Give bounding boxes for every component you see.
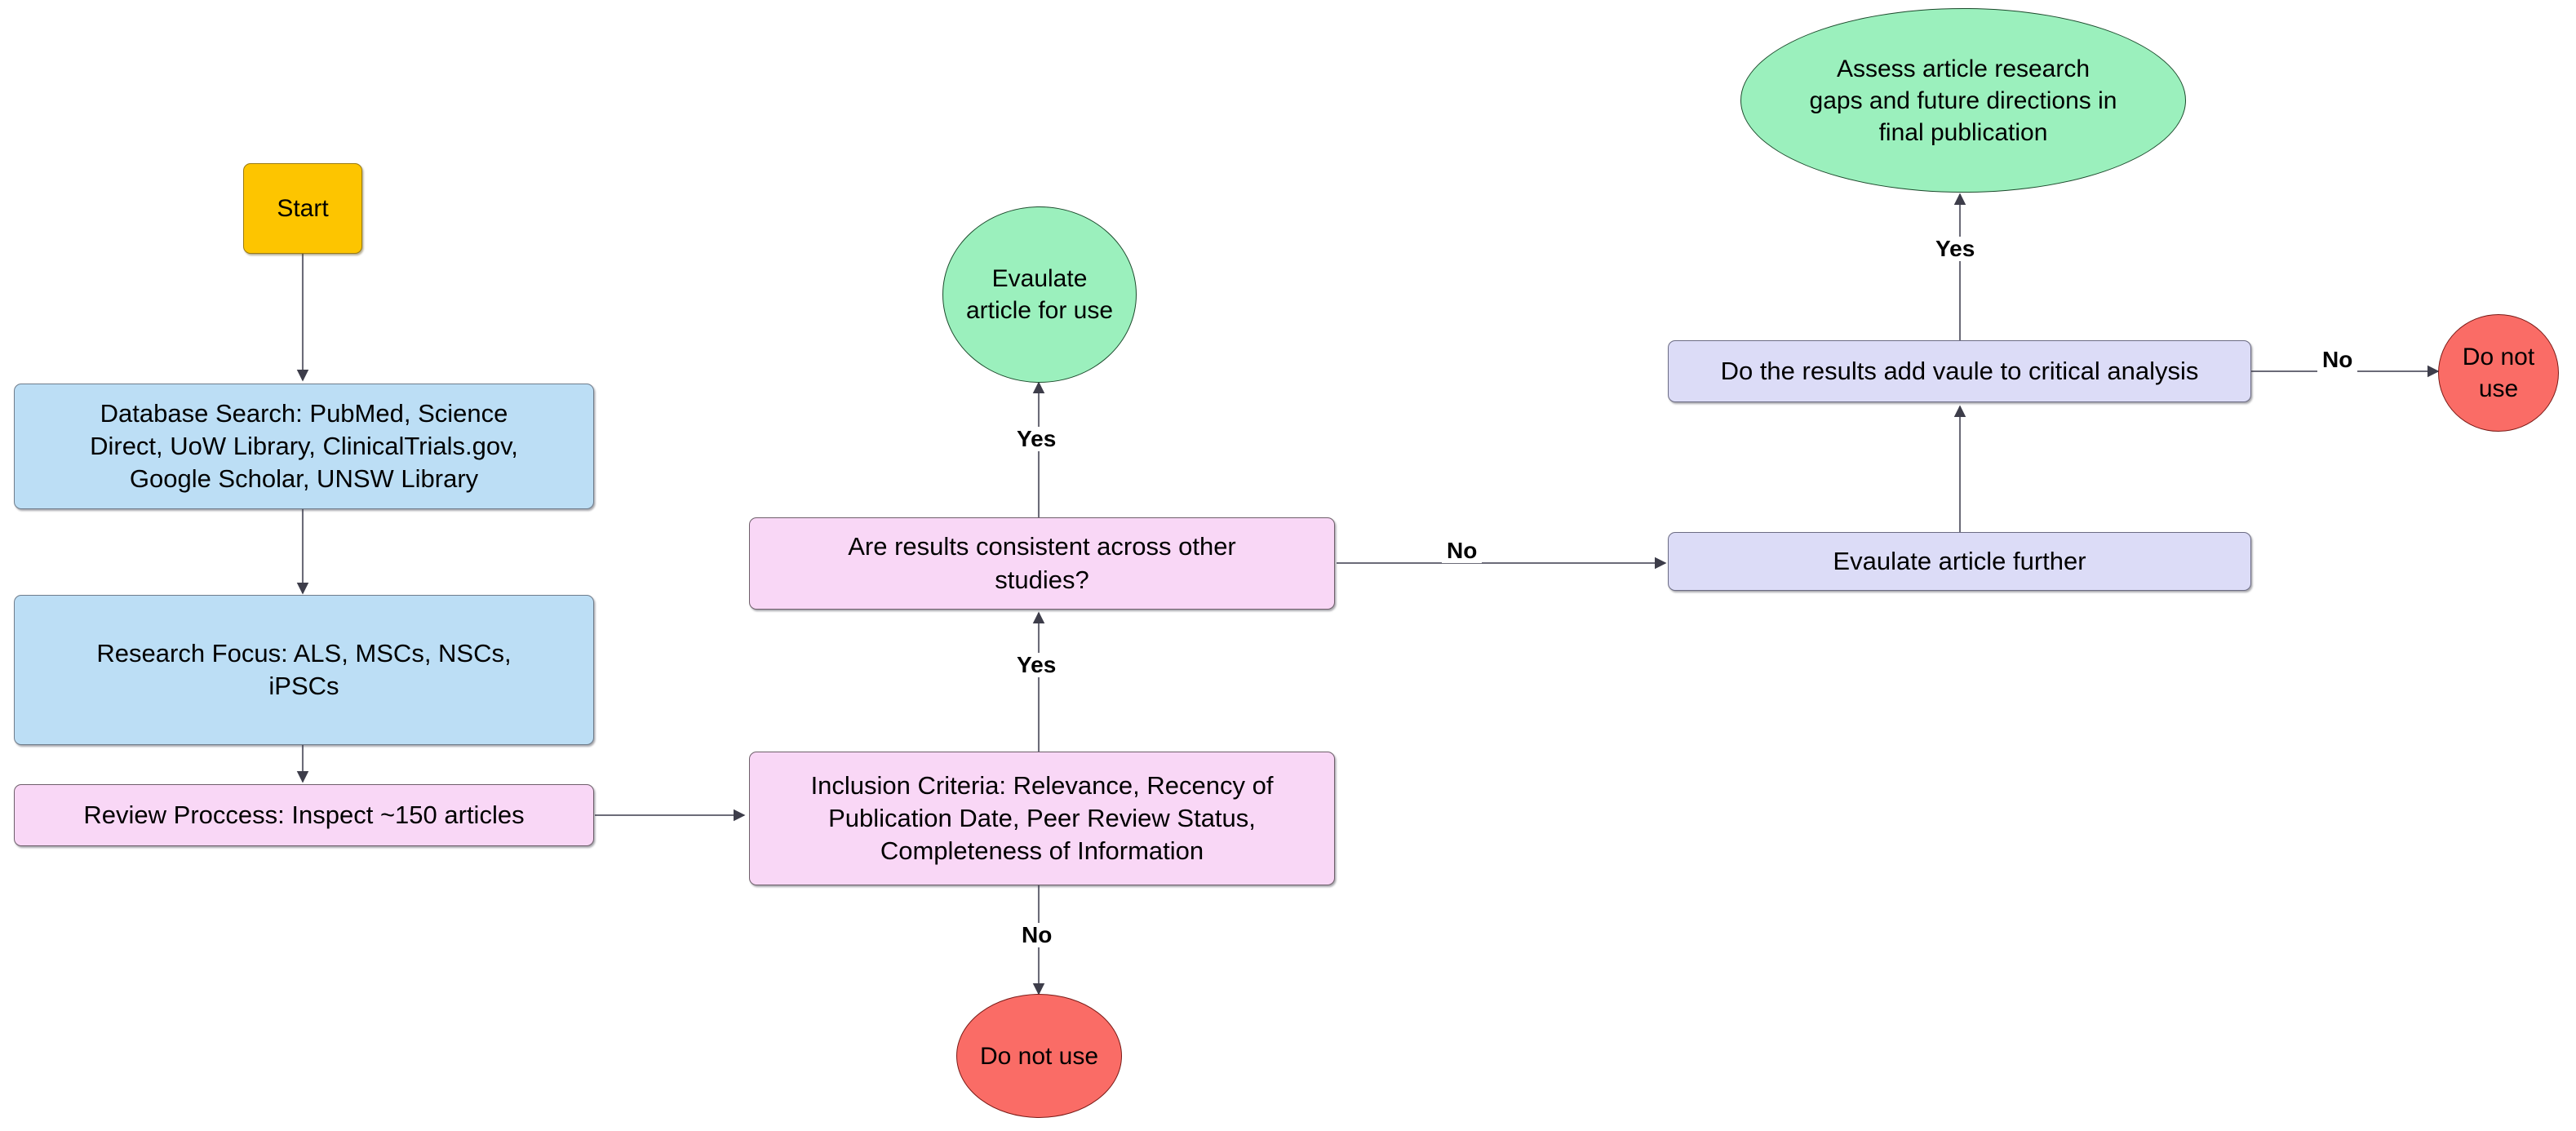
edge-label-consistent-to-evaluate: Yes	[1012, 427, 1062, 451]
node-assess-gaps[interactable]: Assess article research gaps and future …	[1740, 8, 2186, 193]
edge-label-consistent-to-further: No	[1442, 539, 1483, 563]
node-database-search[interactable]: Database Search: PubMed, Science Direct,…	[14, 384, 594, 509]
node-evaluate-article-further[interactable]: Evaulate article further	[1668, 532, 2251, 591]
node-do-not-use-bottom[interactable]: Do not use	[956, 994, 1122, 1118]
node-review-process[interactable]: Review Proccess: Inspect ~150 articles	[14, 784, 594, 846]
node-results-consistent-label: Are results consistent across other stud…	[848, 532, 1236, 594]
edge-label-value-to-assess: Yes	[1931, 237, 1980, 261]
node-review-process-label: Review Proccess: Inspect ~150 articles	[83, 800, 525, 829]
node-evaluate-article-for-use[interactable]: Evaulate article for use	[942, 206, 1137, 383]
edge-label-value-to-do-not-use: No	[2317, 348, 2358, 372]
node-start[interactable]: Start	[243, 163, 362, 254]
node-assess-gaps-label: Assess article research gaps and future …	[1809, 55, 2117, 146]
node-evaluate-article-for-use-label: Evaulate article for use	[965, 265, 1114, 324]
node-do-not-use-bottom-label: Do not use	[979, 1042, 1099, 1070]
edge-label-criteria-to-do-not-use: No	[1017, 923, 1057, 947]
node-evaluate-article-further-label: Evaulate article further	[1833, 546, 2086, 575]
node-results-add-value-label: Do the results add vaule to critical ana…	[1720, 356, 2199, 385]
node-database-search-label: Database Search: PubMed, Science Direct,…	[90, 398, 518, 494]
node-results-add-value[interactable]: Do the results add vaule to critical ana…	[1668, 340, 2251, 402]
node-inclusion-criteria[interactable]: Inclusion Criteria: Relevance, Recency o…	[749, 752, 1335, 885]
node-start-label: Start	[277, 195, 329, 222]
node-research-focus[interactable]: Research Focus: ALS, MSCs, NSCs, iPSCs	[14, 595, 594, 745]
edge-label-criteria-to-consistent: Yes	[1012, 653, 1062, 677]
node-do-not-use-right[interactable]: Do not use	[2438, 314, 2559, 432]
node-results-consistent[interactable]: Are results consistent across other stud…	[749, 517, 1335, 610]
node-do-not-use-right-label: Do not use	[2462, 344, 2535, 402]
node-inclusion-criteria-label: Inclusion Criteria: Relevance, Recency o…	[810, 770, 1274, 866]
node-research-focus-label: Research Focus: ALS, MSCs, NSCs, iPSCs	[96, 638, 512, 700]
